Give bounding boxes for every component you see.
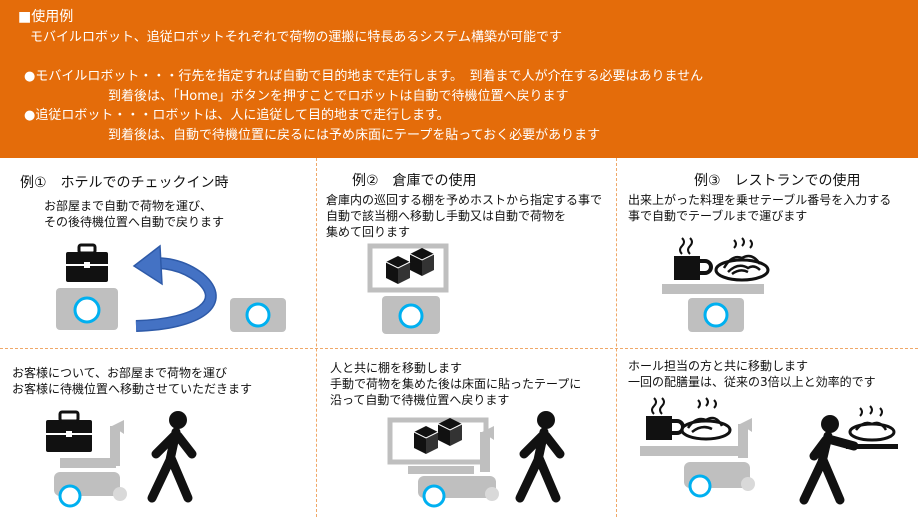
boxes-icon [413,418,463,454]
follow-robot-desc-2: 到着後は、自動で待機位置に戻るには予め床面にテープを貼っておく必要があります [108,128,601,143]
robot-icon [382,296,440,334]
example-1-title: 例① ホテルでのチェックイン時 [20,175,229,191]
follow-robot-icon [54,420,127,508]
pasta-icon [714,237,770,282]
text-line: ホール担当の方と共に移動します [628,359,809,373]
example-3-follow-illustration [640,397,898,505]
text-line: お部屋まで自動で荷物を運び、 [44,199,213,213]
section-title: ■使用例 [18,9,74,25]
mobile-robot-desc-1: ●モバイルロボット・・・行先を指定すれば自動で目的地まで走行します。 到着まで人… [24,69,704,84]
robot-icon [688,298,744,332]
text-line: 手動で荷物を集めた後は床面に貼ったテープに [330,377,582,391]
text-line: 一回の配膳量は、従来の3倍以上と効率的です [628,375,876,389]
text-line: お客様について、お部屋まで荷物を運び [12,366,228,380]
follow-robot-desc-1: ●追従ロボット・・・ロボットは、人に追従して目的地まで走行します。 [24,108,450,123]
return-arrow-icon [132,244,217,332]
pasta-icon [680,397,732,441]
robot-icon [230,298,286,332]
example-2-title: 例② 倉庫での使用 [352,173,477,189]
example-1-mobile-illustration [56,243,286,332]
mobile-robot-desc-2: 到着後は、「Home」ボタンを押すことでロボットは自動で待機位置へ戻ります [108,89,569,104]
divider-vertical-2 [616,158,617,517]
example-2-mobile-text: 倉庫内の巡回する棚を予めホストから指定する事で 自動で該当棚へ移動し手動又は自動… [326,192,602,240]
coffee-icon [674,237,713,280]
suitcase-icon [46,410,92,452]
text-line: お客様に待機位置へ移動させていただきます [12,382,253,396]
waiter-icon [799,405,898,505]
examples-grid: 例① ホテルでのチェックイン時 例② 倉庫での使用 例③ レストランでの使用 お… [0,158,918,517]
text-line: 集めて回ります [326,225,411,239]
example-1-follow-illustration [46,410,197,508]
divider-vertical-1 [316,158,317,517]
example-1-follow-text: お客様について、お部屋まで荷物を運び お客様に待機位置へ移動させていただきます [12,365,252,397]
robot-icon [56,288,118,330]
text-line: その後待機位置へ自動で戻ります [44,215,225,229]
example-3-follow-text: ホール担当の方と共に移動します 一回の配膳量は、従来の3倍以上と効率的です [628,358,876,390]
text-line: 事で自動でテーブルまで運びます [628,209,808,223]
follow-robot-icon [408,426,499,508]
tray-icon [662,284,764,294]
example-2-follow-illustration [387,411,565,508]
text-line: 倉庫内の巡回する棚を予めホストから指定する事で [326,193,603,207]
divider-horizontal [0,348,918,349]
example-3-mobile-text: 出来上がった料理を乗せテーブル番号を入力する 事で自動でテーブルまで運びます [628,192,891,224]
coffee-icon [646,397,685,440]
example-1-mobile-text: お部屋まで自動で荷物を運び、 その後待機位置へ自動で戻ります [44,198,224,230]
boxes-icon [385,248,435,284]
example-3-mobile-illustration [662,237,770,332]
text-line: 沿って自動で待機位置へ戻ります [330,393,510,407]
text-line: 出来上がった料理を乗せテーブル番号を入力する [628,193,892,207]
example-2-follow-text: 人と共に棚を移動します 手動で荷物を集めた後は床面に貼ったテープに 沿って自動で… [330,360,581,408]
walking-person-icon [515,411,565,503]
text-line: 人と共に棚を移動します [330,361,463,375]
follow-robot-icon [640,418,755,498]
example-3-title: 例③ レストランでの使用 [694,173,861,189]
suitcase-icon [66,243,108,282]
header-banner: ■使用例 モバイルロボット、追従ロボットそれぞれで荷物の運搬に特長あるシステム構… [0,0,918,158]
walking-person-icon [147,411,197,503]
example-2-mobile-illustration [367,243,449,334]
shelf-icon [367,243,449,293]
text-line: 自動で該当棚へ移動し手動又は自動で荷物を [326,209,567,223]
header-subtitle: モバイルロボット、追従ロボットそれぞれで荷物の運搬に特長あるシステム構築が可能で… [30,30,562,45]
